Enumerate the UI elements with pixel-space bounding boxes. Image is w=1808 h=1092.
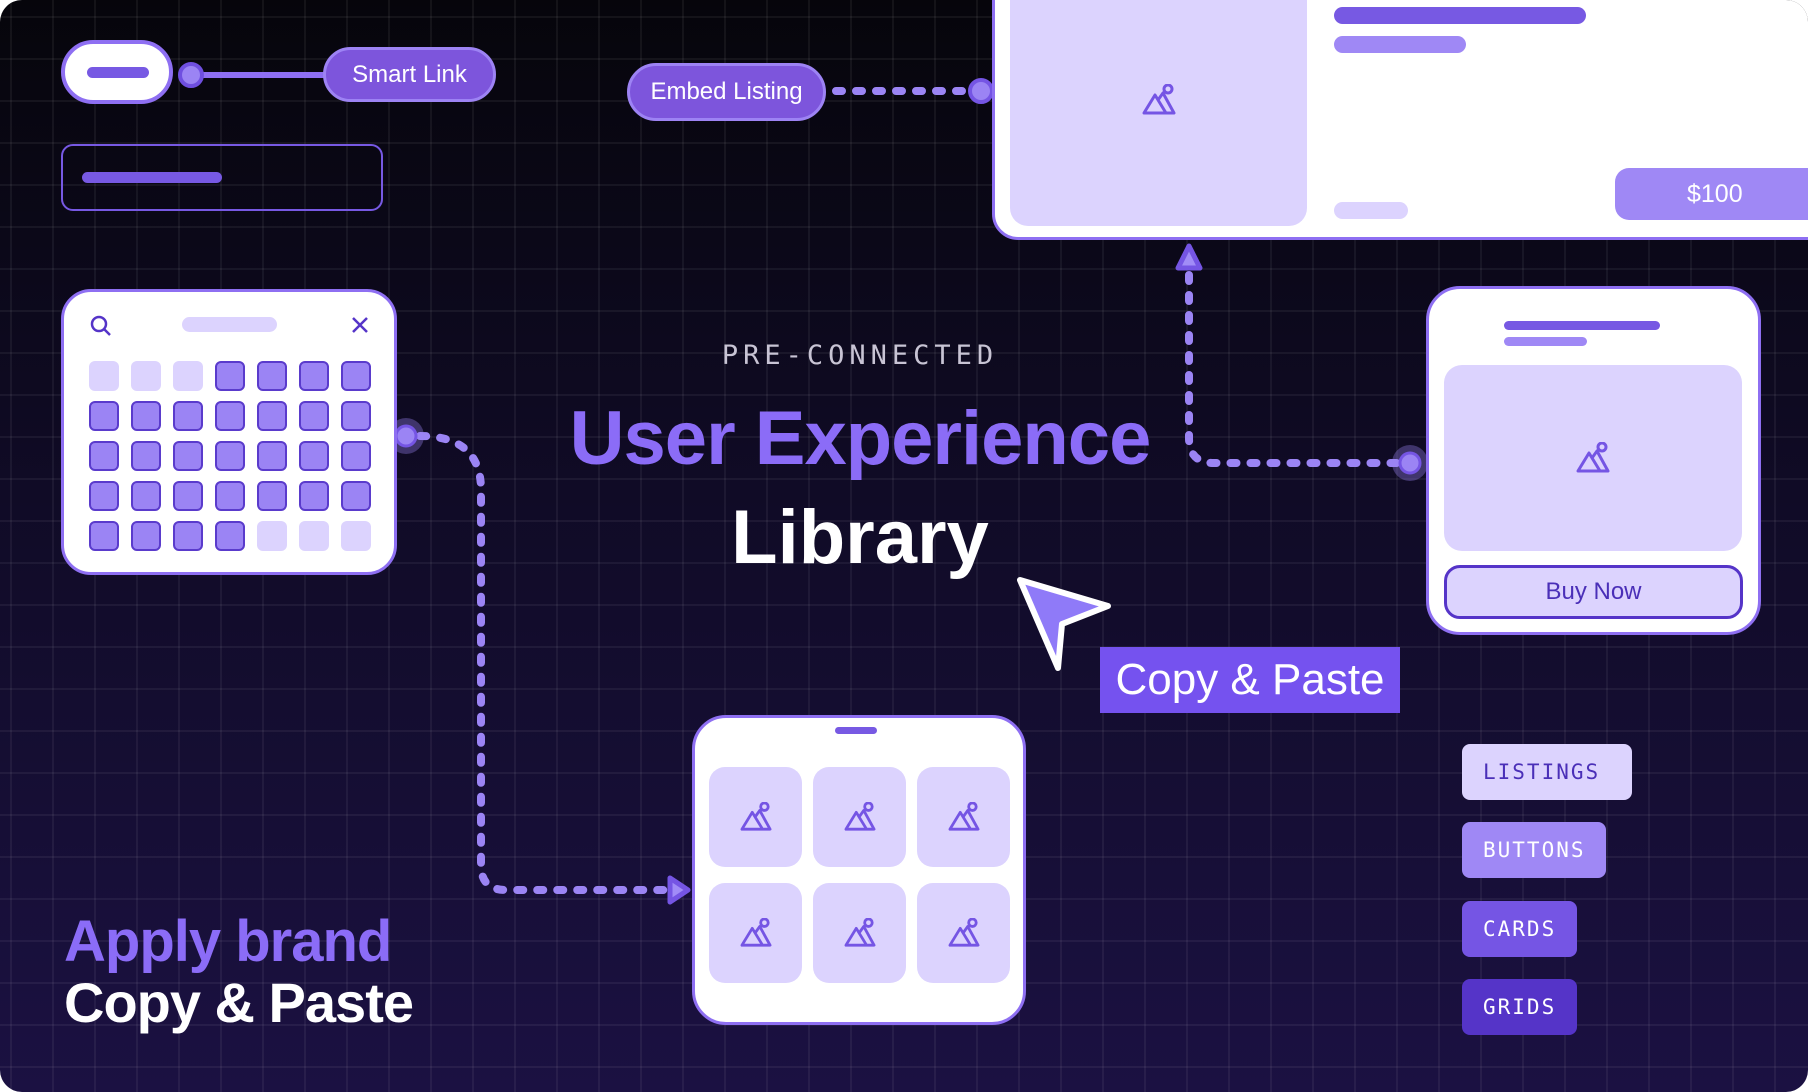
hero-subtitle: Library (731, 495, 989, 580)
cursor-icon (1017, 577, 1111, 671)
calendar-day[interactable] (257, 441, 287, 471)
text-input[interactable] (61, 144, 383, 211)
hero-title: User Experience (569, 396, 1152, 481)
grid-tile (813, 883, 906, 983)
calendar-day[interactable] (299, 441, 329, 471)
calendar-day[interactable] (257, 401, 287, 431)
listing-image (1010, 0, 1307, 226)
calendar-day[interactable] (299, 481, 329, 511)
calendar-day[interactable] (299, 401, 329, 431)
connector-dot (1398, 451, 1422, 475)
calendar-day[interactable] (341, 521, 371, 551)
toggle-switch[interactable] (61, 40, 173, 104)
calendar-card (61, 289, 397, 575)
image-icon (844, 802, 875, 831)
calendar-day[interactable] (341, 361, 371, 391)
arrow-up-icon (1175, 243, 1203, 271)
calendar-day[interactable] (215, 361, 245, 391)
apply-brand-text: Apply brand (64, 909, 392, 974)
calendar-day[interactable] (257, 481, 287, 511)
calendar-day[interactable] (341, 401, 371, 431)
calendar-day[interactable] (131, 481, 161, 511)
calendar-day[interactable] (89, 441, 119, 471)
eyebrow-label: PRE-CONNECTED (721, 340, 999, 371)
calendar-day[interactable] (257, 361, 287, 391)
tag-cards[interactable]: CARDS (1462, 901, 1577, 957)
calendar-day[interactable] (299, 521, 329, 551)
calendar-day[interactable] (299, 361, 329, 391)
tag-grids[interactable]: GRIDS (1462, 979, 1577, 1035)
calendar-day[interactable] (89, 521, 119, 551)
calendar-day[interactable] (173, 481, 203, 511)
search-icon[interactable] (89, 314, 113, 338)
calendar-day[interactable] (173, 361, 203, 391)
product-image (1444, 365, 1742, 551)
grid-tile (917, 767, 1010, 867)
image-icon (740, 802, 771, 831)
calendar-day[interactable] (131, 521, 161, 551)
calendar-day[interactable] (131, 361, 161, 391)
grid-tile (917, 883, 1010, 983)
copy-paste-text: Copy & Paste (64, 971, 414, 1034)
listing-card: $100 (992, 0, 1808, 240)
close-icon[interactable] (350, 315, 370, 335)
listing-connector (1185, 271, 1404, 467)
calendar-day[interactable] (173, 401, 203, 431)
calendar-day[interactable] (215, 441, 245, 471)
calendar-day[interactable] (215, 401, 245, 431)
embed-listing-button[interactable]: Embed Listing (627, 63, 826, 121)
tag-listings[interactable]: LISTINGS (1462, 744, 1632, 800)
image-icon (844, 918, 875, 947)
connector-dot (394, 424, 418, 448)
calendar-day[interactable] (257, 521, 287, 551)
grid-tile (709, 767, 802, 867)
calendar-day[interactable] (89, 361, 119, 391)
buy-now-button[interactable]: Buy Now (1444, 565, 1743, 619)
image-icon (948, 802, 979, 831)
price-button[interactable]: $100 (1615, 168, 1808, 220)
image-icon (1576, 442, 1610, 473)
calendar-day[interactable] (215, 481, 245, 511)
calendar-day[interactable] (89, 481, 119, 511)
connector-dot (968, 78, 994, 104)
grid-tile (813, 767, 906, 867)
product-card: Buy Now (1426, 286, 1761, 635)
calendar-day[interactable] (215, 521, 245, 551)
tag-buttons[interactable]: BUTTONS (1462, 822, 1606, 878)
arrow-right-icon (667, 875, 691, 905)
calendar-day[interactable] (341, 441, 371, 471)
calendar-connector (416, 432, 669, 894)
calendar-day[interactable] (341, 481, 371, 511)
smart-link-button[interactable]: Smart Link (323, 47, 496, 102)
copy-paste-callout: Copy & Paste (1100, 647, 1400, 713)
image-icon (740, 918, 771, 947)
calendar-day[interactable] (131, 401, 161, 431)
grid-card (692, 715, 1026, 1025)
grid-tile (709, 883, 802, 983)
calendar-day[interactable] (131, 441, 161, 471)
image-icon (948, 918, 979, 947)
calendar-day[interactable] (173, 521, 203, 551)
calendar-day[interactable] (89, 401, 119, 431)
connector-dot (178, 62, 204, 88)
calendar-day[interactable] (173, 441, 203, 471)
image-icon (1142, 83, 1175, 114)
